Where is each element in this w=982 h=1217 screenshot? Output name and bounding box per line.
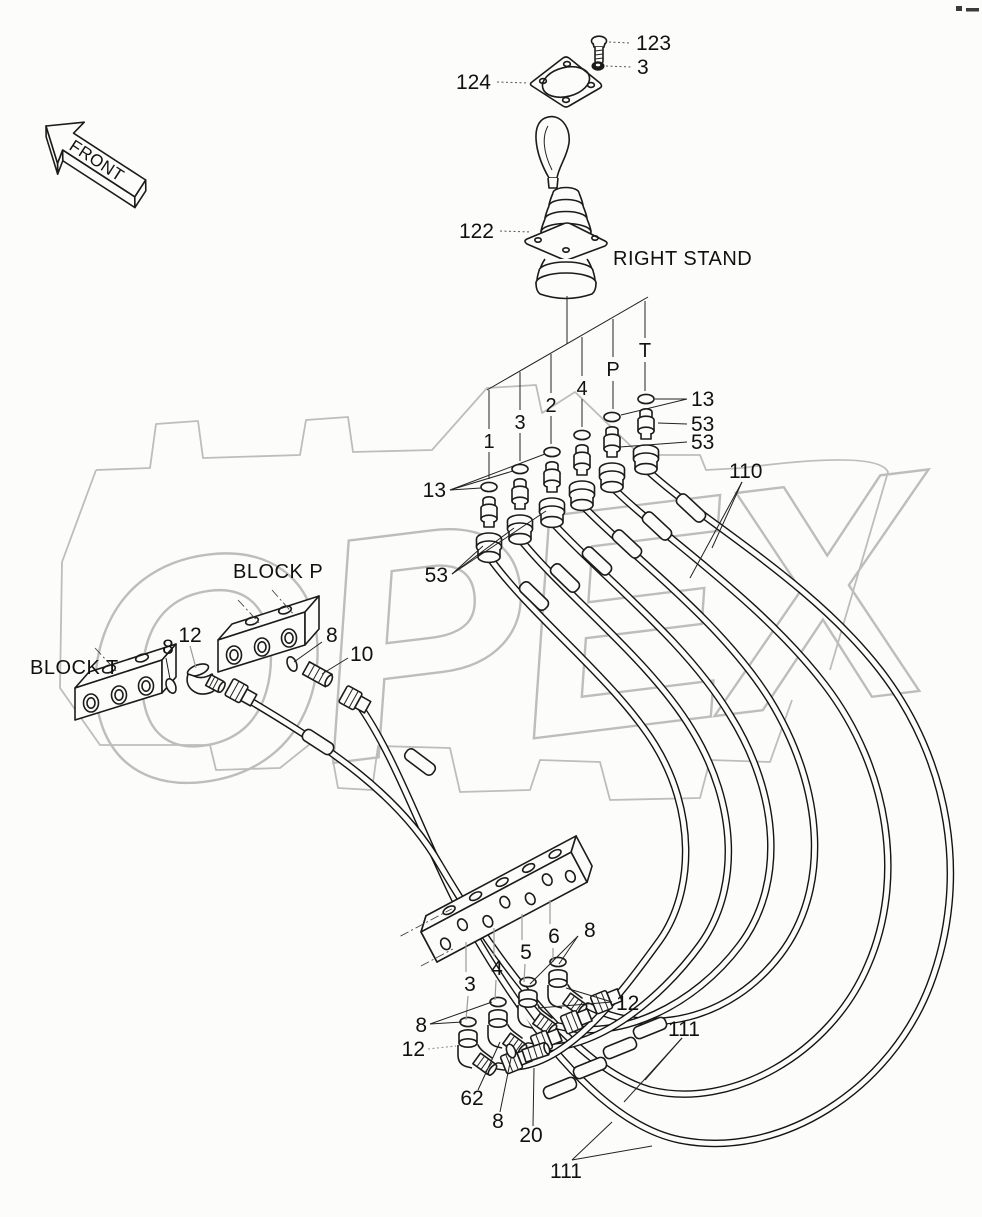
front-arrow: FRONT (45, 121, 147, 209)
bolt-123 (590, 35, 608, 65)
block-elbow-12-label: 12 (178, 624, 201, 647)
hose-111-a (485, 553, 690, 1071)
elbow-62-label: 62 (460, 1087, 483, 1110)
manifold-fittings (457, 956, 624, 1078)
fitting-53b-label: 53 (691, 431, 714, 454)
block-p: BLOCK P (217, 561, 323, 673)
washer-label: 3 (637, 56, 649, 79)
bottom-callouts: 3 4 5 6 8 8 12 12 62 8 20 111 111 (402, 900, 700, 1183)
hose-111-b (516, 535, 733, 1052)
oring-8-20-label: 8 (492, 1110, 504, 1133)
oring-13-left-label: 13 (423, 479, 446, 502)
hose-110-label: 110 (729, 460, 762, 483)
hose-110-p (238, 483, 892, 1098)
block-p-label: BLOCK P (233, 561, 323, 583)
manifold-oring-8-left-label: 8 (415, 1014, 427, 1037)
port-construction-lines: 1 3 2 4 P T (483, 296, 651, 479)
port-t-label: T (639, 340, 651, 362)
plate-label: 124 (456, 71, 491, 94)
manifold-port-6-label: 6 (548, 925, 560, 948)
block-t-label: BLOCK T (30, 657, 119, 679)
port-1-label: 1 (483, 431, 494, 453)
manifold-port-4-label: 4 (491, 957, 503, 980)
plate-124 (529, 56, 603, 108)
top-assembly: 123 3 124 (456, 32, 671, 108)
port-2-label: 2 (545, 395, 556, 417)
oring-13-right-label: 13 (691, 388, 714, 411)
hose-111-right-label: 111 (668, 1018, 700, 1041)
washer-3 (591, 61, 605, 71)
block-nipple-10-label: 10 (350, 643, 373, 666)
fitting-53-left-label: 53 (425, 564, 448, 587)
hose-111-c (548, 518, 775, 1034)
block-fittings: 8 12 8 10 (162, 624, 373, 717)
block-oring-8a-label: 8 (162, 636, 174, 659)
nipple-20-label: 20 (519, 1124, 542, 1147)
hose-111-d (578, 501, 819, 1026)
manifold-elbow-12-left-label: 12 (402, 1038, 425, 1061)
manifold-elbow-12-right-label: 12 (616, 992, 639, 1015)
bolt-label: 123 (636, 32, 671, 55)
fitting-53a-label: 53 (691, 413, 714, 436)
corner-mark (956, 6, 979, 12)
hose-110-t (350, 465, 955, 1148)
right-stand-label: RIGHT STAND (613, 248, 752, 270)
joystick-label: 122 (459, 220, 494, 243)
bottom-manifold (400, 835, 593, 967)
hoses (238, 465, 955, 1148)
block-oring-8b-label: 8 (326, 624, 338, 647)
manifold-oring-8-top-label: 8 (584, 919, 596, 942)
port-3-label: 3 (514, 412, 525, 434)
opex-watermark: OPEX (56, 384, 965, 861)
top-callouts: 13 53 13 53 53 110 (423, 388, 763, 587)
joystick-122 (524, 115, 608, 300)
manifold-port-3-label: 3 (464, 973, 476, 996)
port-4-label: 4 (576, 378, 587, 400)
port-p-label: P (606, 359, 619, 381)
manifold-port-5-label: 5 (520, 941, 532, 964)
hose-111-bottom-label: 111 (550, 1160, 582, 1183)
